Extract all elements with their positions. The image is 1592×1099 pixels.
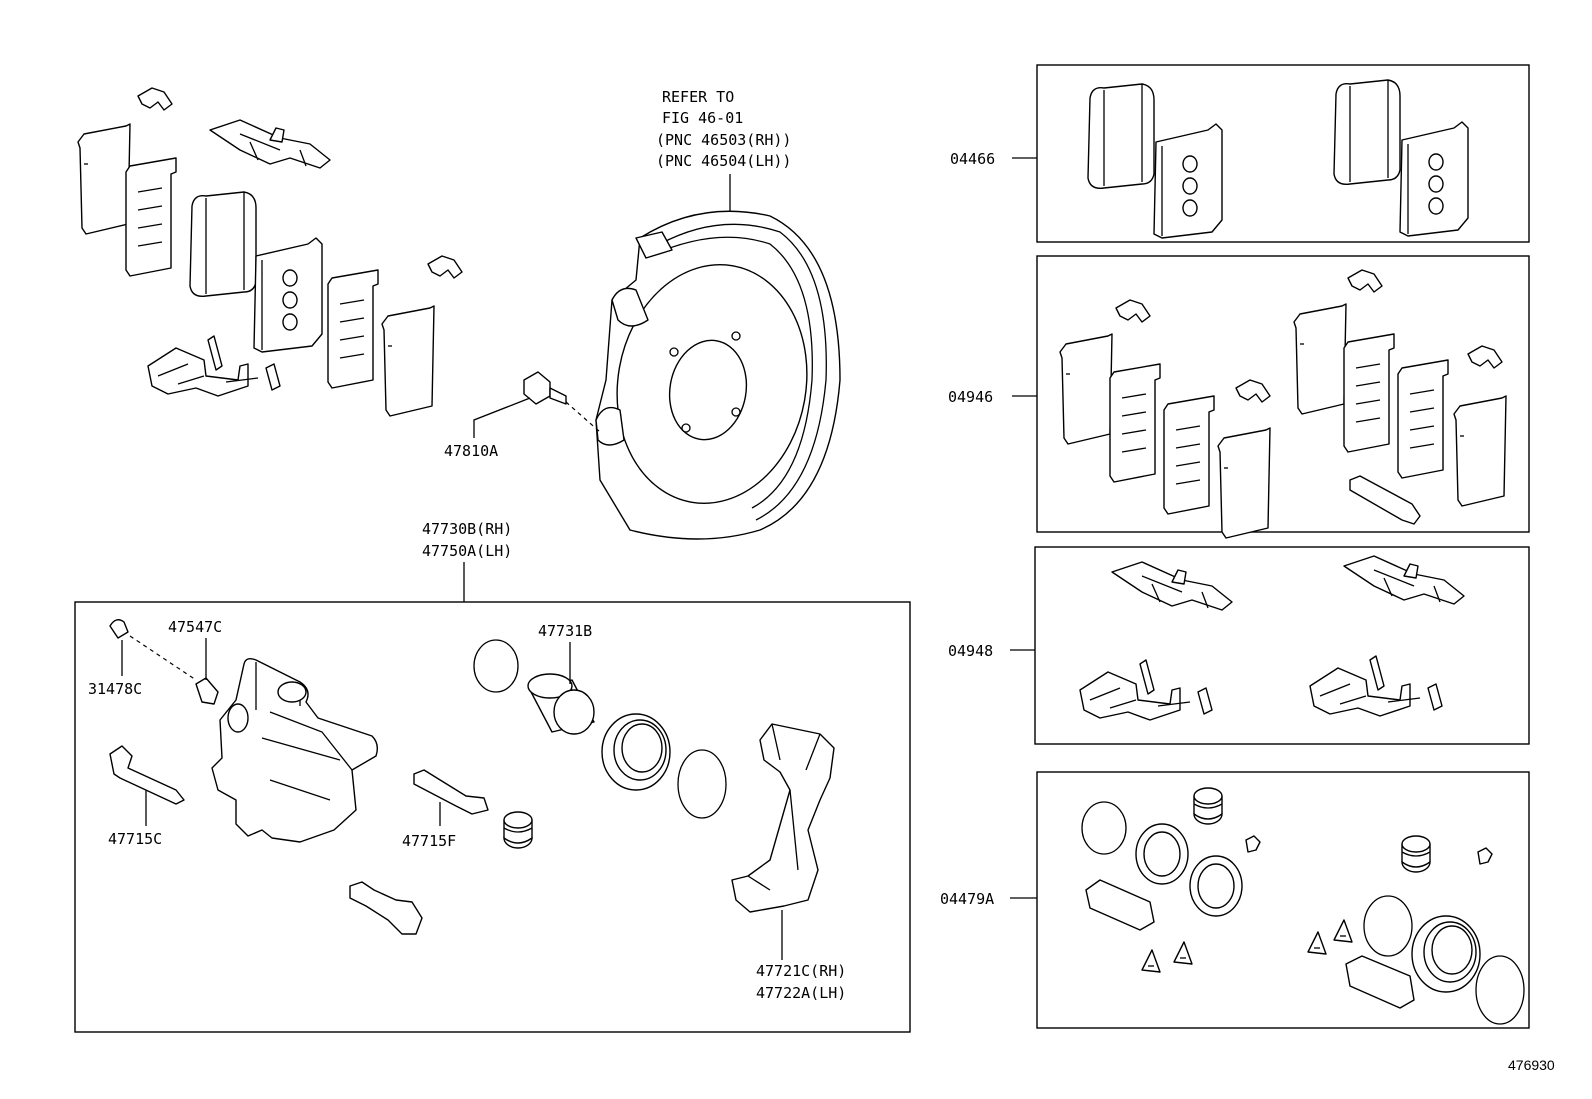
label-47731B: 47731B: [538, 622, 592, 640]
kit-clip-b1: [1307, 931, 1327, 955]
brake-pad-outer: [189, 191, 257, 297]
kit-inner-shim-3: [1343, 333, 1395, 453]
kit-clip-2: [1235, 379, 1271, 403]
bolt-47810A: 47810A: [444, 371, 601, 460]
caliper-contents: 31478C 47547C 47715C 47715F 47731B: [88, 618, 846, 1002]
kit-boot-ring-b: [1363, 895, 1413, 957]
kit-code-04948: 04948: [948, 642, 993, 660]
kit-04479A: 04479A: [940, 771, 1530, 1029]
kit-pin-boot-a: [1085, 879, 1155, 931]
kit-inner-shim-2: [1163, 395, 1215, 515]
kit-clip-4: [1467, 345, 1503, 369]
kit-bushing-a: [1193, 787, 1223, 825]
kit-code-04946: 04946: [948, 388, 993, 406]
illustration-number: 476930: [1508, 1057, 1555, 1073]
kit-support-plate-b: [1309, 655, 1443, 717]
label-31478C: 31478C: [88, 680, 142, 698]
label-47750A: 47750A(LH): [422, 542, 512, 560]
inner-shim-left: [125, 157, 177, 277]
kit-outer-shim-2: [1217, 427, 1271, 539]
label-47730B: 47730B(RH): [422, 520, 512, 538]
caliper-assembly-box: [74, 601, 911, 1033]
guide-pin-47715F: [413, 769, 489, 815]
kit-code-04479A: 04479A: [940, 890, 994, 908]
guide-pin-47715C: [109, 745, 185, 805]
kit-cylinder-boot-a: [1135, 823, 1189, 885]
kit-inner-shim-1: [1109, 363, 1161, 483]
kit-spring-plate-a: [1111, 561, 1233, 611]
kit-cylinder-boot-b: [1411, 915, 1481, 993]
piston: [527, 673, 595, 735]
inner-shim-right: [327, 269, 379, 389]
piston-seal: [677, 749, 727, 819]
kit-pin-boot-b: [1345, 955, 1415, 1009]
kit-clip-3: [1347, 269, 1383, 293]
kit-clip-1: [1115, 299, 1151, 323]
label-47547C: 47547C: [168, 618, 222, 636]
pad-shim-stack: [77, 87, 463, 417]
kit-spring-plate-b: [1343, 555, 1465, 605]
kit-support-plate-a: [1079, 659, 1213, 721]
label-47810A: 47810A: [444, 442, 498, 460]
anti-rattle-clip-lower: [427, 255, 463, 279]
refer-note: REFER TO FIG 46-01 (PNC 46503(RH)) (PNC …: [656, 88, 791, 212]
kit-cap-a: [1245, 835, 1261, 853]
kit-bushing-b: [1401, 835, 1431, 873]
refer-note-line-2: FIG 46-01: [662, 109, 743, 127]
kit-inner-shim-4: [1397, 359, 1449, 479]
label-47715C: 47715C: [108, 830, 162, 848]
kit-code-04466: 04466: [950, 150, 995, 168]
brake-pad-inner: [253, 237, 323, 353]
kit-pad-outer-a: [1087, 83, 1155, 189]
kit-pad-inner-a: [1153, 123, 1223, 239]
kit-pad-inner-b: [1399, 121, 1469, 237]
refer-note-line-3: (PNC 46503(RH)): [656, 131, 791, 149]
kit-piston-seal-b: [1475, 955, 1525, 1025]
caliper-bolt: [349, 881, 423, 935]
label-47722A: 47722A(LH): [756, 984, 846, 1002]
dust-cover: [595, 210, 841, 540]
caliper-mounting: [731, 723, 835, 913]
pad-support-plate-upper: [209, 119, 331, 169]
cylinder-boot: [601, 713, 671, 791]
kit-cap-b: [1477, 847, 1493, 865]
refer-note-line-1: REFER TO: [662, 88, 734, 106]
anti-rattle-clip-upper: [137, 87, 173, 111]
kit-boot-ring-a: [1081, 801, 1127, 855]
kit-04466: 04466: [950, 64, 1530, 243]
kit-clip-a2: [1173, 941, 1193, 965]
kit-clip-b2: [1333, 919, 1353, 943]
kit-outer-shim-1: [1059, 333, 1113, 445]
kit-outer-shim-4: [1453, 395, 1507, 507]
caliper-body: [211, 657, 379, 843]
refer-note-line-4: (PNC 46504(LH)): [656, 152, 791, 170]
bleeder-plug: [195, 677, 219, 705]
cylinder-boot-ring: [473, 639, 519, 693]
outer-shim-left: [77, 123, 131, 235]
kit-outer-shim-3: [1293, 303, 1347, 415]
kit-piston-seal-a: [1189, 855, 1243, 917]
kit-04948: 04948: [948, 546, 1530, 745]
label-47721C: 47721C(RH): [756, 962, 846, 980]
kit-04946: 04946: [948, 255, 1530, 539]
caliper-assembly-label: 47730B(RH) 47750A(LH): [422, 520, 512, 602]
grease-tube: [1349, 475, 1421, 525]
pin-bushing: [503, 811, 533, 849]
bleeder-cap: [109, 619, 129, 639]
kit-pad-outer-b: [1333, 79, 1401, 185]
outer-shim-right: [381, 305, 435, 417]
label-47715F: 47715F: [402, 832, 456, 850]
kit-clip-a1: [1141, 949, 1161, 973]
